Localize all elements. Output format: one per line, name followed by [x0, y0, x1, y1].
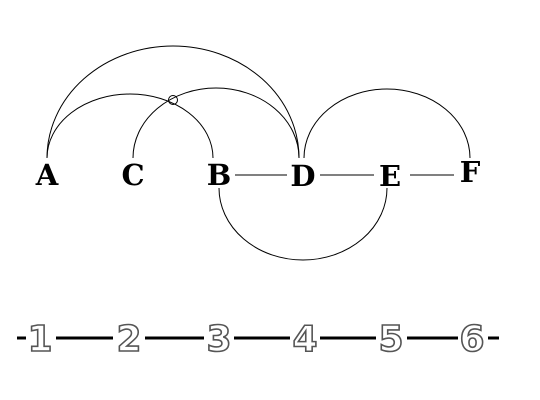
node-label-c: C	[121, 158, 144, 192]
node-label-a: A	[35, 158, 59, 192]
node-label-f: F	[460, 155, 481, 189]
arc-d-f	[303, 88, 471, 159]
node-label-e: E	[379, 159, 401, 193]
scale-label-3: 3	[206, 319, 231, 360]
scale-label-5: 5	[378, 319, 403, 360]
arc-c-d	[132, 87, 300, 159]
scale-label-1: 1	[27, 319, 52, 360]
arc-a-d-outer	[46, 45, 300, 159]
scale-label-2: 2	[116, 319, 141, 360]
arc-b-e	[218, 187, 388, 261]
arc-crossing-marker	[168, 95, 178, 105]
node-label-b: B	[207, 158, 232, 192]
arc-a-b	[46, 93, 214, 159]
scale-label-6: 6	[459, 319, 484, 360]
node-label-d: D	[290, 159, 315, 193]
scale-label-4: 4	[292, 319, 317, 360]
